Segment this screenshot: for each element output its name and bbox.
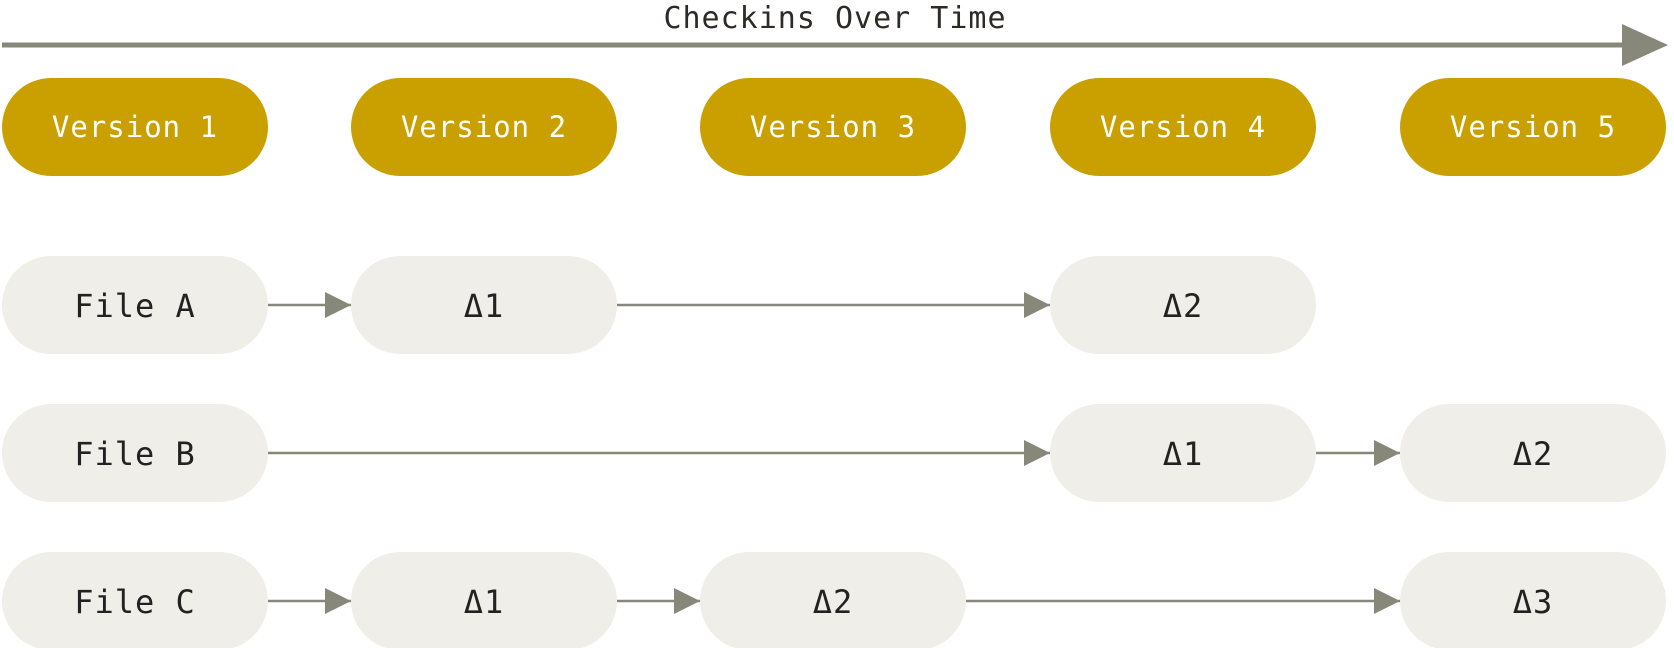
delta-label: Δ3 [1513,583,1554,621]
version-label: Version 4 [1100,110,1266,144]
version-pill-shape [1050,78,1316,176]
delta-node-file-a-version-2: Δ1 [351,256,617,354]
version-pill-shape [351,78,617,176]
version-pill-3: Version 3 [700,78,966,176]
delta-label: Δ1 [464,287,505,325]
version-label: Version 2 [401,110,567,144]
version-pill-2: Version 2 [351,78,617,176]
file-label: File A [74,287,196,325]
file-label: File B [74,435,196,473]
version-pill-shape [2,78,268,176]
delta-node-file-c-version-3: Δ2 [700,552,966,648]
delta-node-shape [1400,404,1666,502]
file-label: File C [74,583,196,621]
delta-node-file-c-version-2: Δ1 [351,552,617,648]
file-node-shape [2,404,268,502]
version-pill-shape [1400,78,1666,176]
version-pill-shape [700,78,966,176]
delta-label: Δ2 [1513,435,1554,473]
delta-node-shape [1050,404,1316,502]
file-node-file-b: File B [2,404,268,502]
delta-node-file-c-version-5: Δ3 [1400,552,1666,648]
delta-node-shape [1400,552,1666,648]
delta-label: Δ1 [464,583,505,621]
version-pill-5: Version 5 [1400,78,1666,176]
file-node-file-a: File A [2,256,268,354]
file-row-file-c: File C Δ1 Δ2 Δ3 [2,552,1666,648]
delta-label: Δ2 [813,583,854,621]
delta-node-shape [1050,256,1316,354]
file-node-shape [2,256,268,354]
delta-node-shape [351,552,617,648]
version-label: Version 1 [52,110,218,144]
file-node-shape [2,552,268,648]
delta-node-file-b-version-5: Δ2 [1400,404,1666,502]
delta-label: Δ2 [1163,287,1204,325]
version-row: Version 1 Version 2 Version 3 Version 4 Vers… [2,78,1666,176]
diagram-title: Checkins Over Time [663,1,1006,36]
delta-node-shape [351,256,617,354]
file-node-file-c: File C [2,552,268,648]
version-label: Version 5 [1450,110,1616,144]
version-pill-1: Version 1 [2,78,268,176]
version-pill-4: Version 4 [1050,78,1316,176]
delta-node-shape [700,552,966,648]
delta-node-file-a-version-4: Δ2 [1050,256,1316,354]
version-label: Version 3 [750,110,916,144]
connector-layer [268,292,1400,614]
delta-node-file-b-version-4: Δ1 [1050,404,1316,502]
delta-label: Δ1 [1163,435,1204,473]
timeline-arrowhead-icon [1622,24,1668,66]
file-row-file-a: File A Δ1 Δ2 [2,256,1316,354]
file-row-file-b: File B Δ1 Δ2 [2,404,1666,502]
